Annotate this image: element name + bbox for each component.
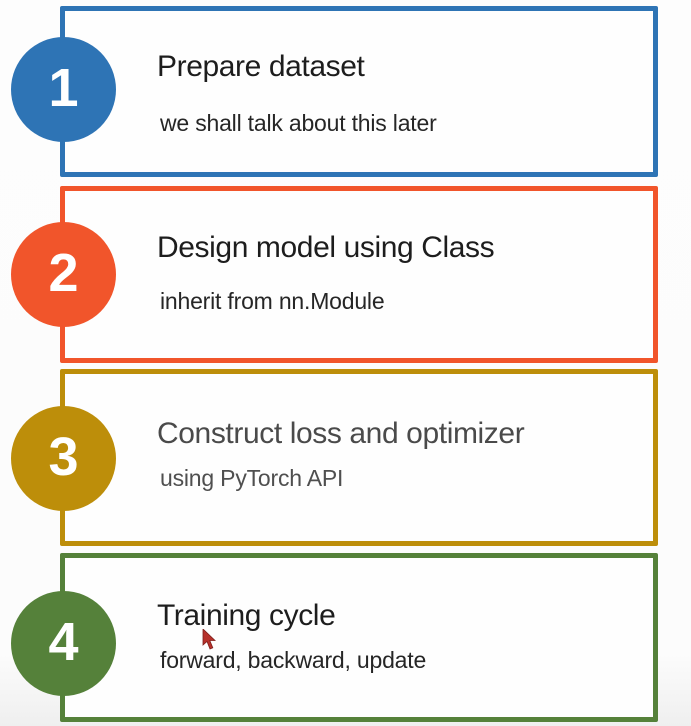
step-2-number-badge: 2: [11, 222, 116, 327]
step-2-number: 2: [48, 242, 79, 303]
step-3-box: [60, 369, 658, 546]
step-4-title: Training cycle: [157, 599, 336, 632]
step-4-number-badge: 4: [11, 591, 116, 696]
step-2-subtitle: inherit from nn.Module: [160, 288, 385, 314]
step-3-number: 3: [48, 426, 79, 487]
step-4-box: [60, 553, 658, 722]
step-1-title: Prepare dataset: [157, 50, 365, 83]
step-1-box: [60, 6, 658, 177]
step-3-subtitle: using PyTorch API: [160, 465, 344, 491]
mouse-cursor-icon: [202, 629, 216, 650]
step-1-subtitle: we shall talk about this later: [160, 110, 437, 136]
step-1-number-badge: 1: [11, 37, 116, 142]
step-4-subtitle: forward, backward, update: [160, 647, 427, 673]
step-4-number: 4: [48, 611, 79, 672]
step-1-number: 1: [48, 57, 79, 118]
step-2-box: [60, 186, 658, 363]
step-2-title: Design model using Class: [157, 231, 495, 264]
step-3-number-badge: 3: [11, 406, 116, 511]
step-3-title: Construct loss and optimizer: [157, 417, 525, 450]
